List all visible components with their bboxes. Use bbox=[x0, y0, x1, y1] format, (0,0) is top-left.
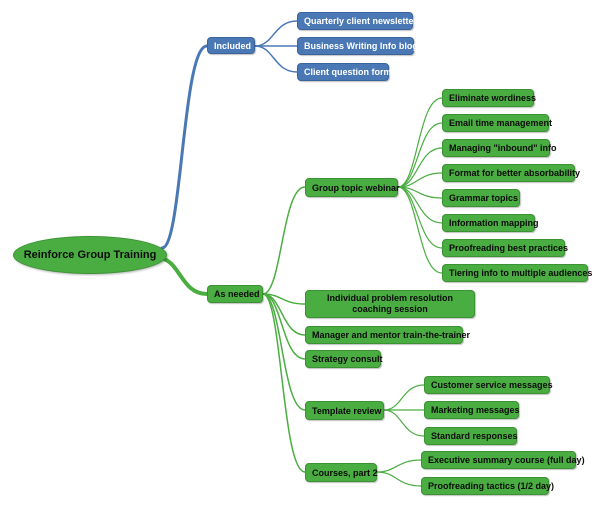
webinar-item-label: Managing "inbound" info bbox=[449, 143, 557, 153]
webinar-node: Group topic webinar bbox=[305, 178, 400, 197]
webinar-item: Format for better absorbability bbox=[442, 164, 580, 182]
webinar-item-label: Information mapping bbox=[449, 218, 539, 228]
connector-as-needed-item bbox=[262, 293, 306, 411]
included-label: Included bbox=[214, 40, 252, 51]
template-item-label: Standard responses bbox=[431, 431, 518, 441]
connector-webinar-item bbox=[397, 172, 443, 188]
courses-item-label: Executive summary course (full day) bbox=[428, 455, 585, 465]
connector-as-needed-item bbox=[262, 293, 306, 473]
coaching-node: Individual problem resolution coaching s… bbox=[305, 290, 475, 318]
courses-item: Proofreading tactics (1/2 day) bbox=[421, 477, 554, 495]
template-item: Standard responses bbox=[424, 427, 518, 445]
webinar-item-label: Format for better absorbability bbox=[449, 168, 581, 178]
included-item-label: Client question form bbox=[304, 67, 392, 77]
connector-courses-item bbox=[376, 459, 422, 473]
root-node: Reinforce Group Training bbox=[13, 236, 167, 274]
included-item-blog: Business Writing Info blog bbox=[297, 37, 418, 55]
webinar-item-label: Grammar topics bbox=[449, 193, 519, 203]
courses-item-label: Proofreading tactics (1/2 day) bbox=[428, 481, 555, 491]
connector-webinar-item bbox=[397, 186, 443, 274]
as-needed-label: As needed bbox=[214, 289, 260, 299]
connector-included-item bbox=[254, 45, 298, 73]
webinar-item: Email time management bbox=[442, 114, 553, 132]
connector-as-needed-item bbox=[262, 293, 306, 360]
connector-template-item bbox=[383, 409, 425, 437]
webinar-item-label: Proofreading best practices bbox=[449, 243, 569, 253]
webinar-item: Proofreading best practices bbox=[442, 239, 569, 257]
template-item: Marketing messages bbox=[424, 401, 520, 419]
coaching-label: Individual problem resolution coaching s… bbox=[326, 293, 453, 314]
webinar-item: Grammar topics bbox=[442, 189, 520, 207]
webinar-item: Managing "inbound" info bbox=[442, 139, 557, 157]
included-item-label: Business Writing Info blog bbox=[304, 41, 418, 51]
connector-webinar-item bbox=[397, 186, 443, 249]
template-item-label: Marketing messages bbox=[431, 405, 520, 415]
webinar-item-label: Email time management bbox=[449, 118, 553, 128]
template-item: Customer service messages bbox=[424, 376, 553, 394]
courses-node: Courses, part 2 bbox=[305, 463, 378, 482]
webinar-item: Information mapping bbox=[442, 214, 539, 232]
connector-root-included bbox=[160, 44, 209, 250]
webinar-item: Tiering info to multiple audiences bbox=[442, 264, 592, 282]
root-label: Reinforce Group Training bbox=[23, 249, 157, 261]
courses-label: Courses, part 2 bbox=[312, 467, 378, 478]
connector-root-as-needed bbox=[156, 256, 209, 296]
courses-item: Executive summary course (full day) bbox=[421, 451, 585, 469]
connector-as-needed-item bbox=[262, 186, 306, 295]
connector-webinar-item bbox=[397, 186, 443, 224]
included-item-newsletter: Quarterly client newsletter bbox=[297, 12, 417, 30]
webinar-item-label: Eliminate wordiness bbox=[449, 93, 537, 103]
connector-included-item bbox=[254, 20, 298, 47]
connector-webinar-item bbox=[397, 122, 443, 188]
connector-courses-item bbox=[376, 471, 422, 487]
webinar-label: Group topic webinar bbox=[312, 182, 400, 193]
train-the-trainer-label: Manager and mentor train-the-trainer bbox=[312, 330, 471, 340]
strategy-consult-label: Strategy consult bbox=[312, 354, 383, 364]
template-review-node: Template review bbox=[305, 401, 384, 420]
webinar-item: Eliminate wordiness bbox=[442, 89, 537, 107]
included-node: Included bbox=[207, 37, 255, 54]
connector-webinar-item bbox=[397, 147, 443, 188]
strategy-consult-node: Strategy consult bbox=[305, 350, 383, 368]
connector-webinar-item bbox=[397, 97, 443, 188]
as-needed-node: As needed bbox=[207, 285, 263, 303]
included-item-label: Quarterly client newsletter bbox=[304, 16, 418, 26]
template-review-label: Template review bbox=[312, 405, 382, 416]
connector-template-item bbox=[383, 384, 425, 411]
included-item-question-form: Client question form bbox=[297, 63, 392, 81]
template-item-label: Customer service messages bbox=[431, 380, 553, 390]
webinar-item-label: Tiering info to multiple audiences bbox=[449, 268, 593, 278]
train-the-trainer-node: Manager and mentor train-the-trainer bbox=[305, 326, 470, 344]
